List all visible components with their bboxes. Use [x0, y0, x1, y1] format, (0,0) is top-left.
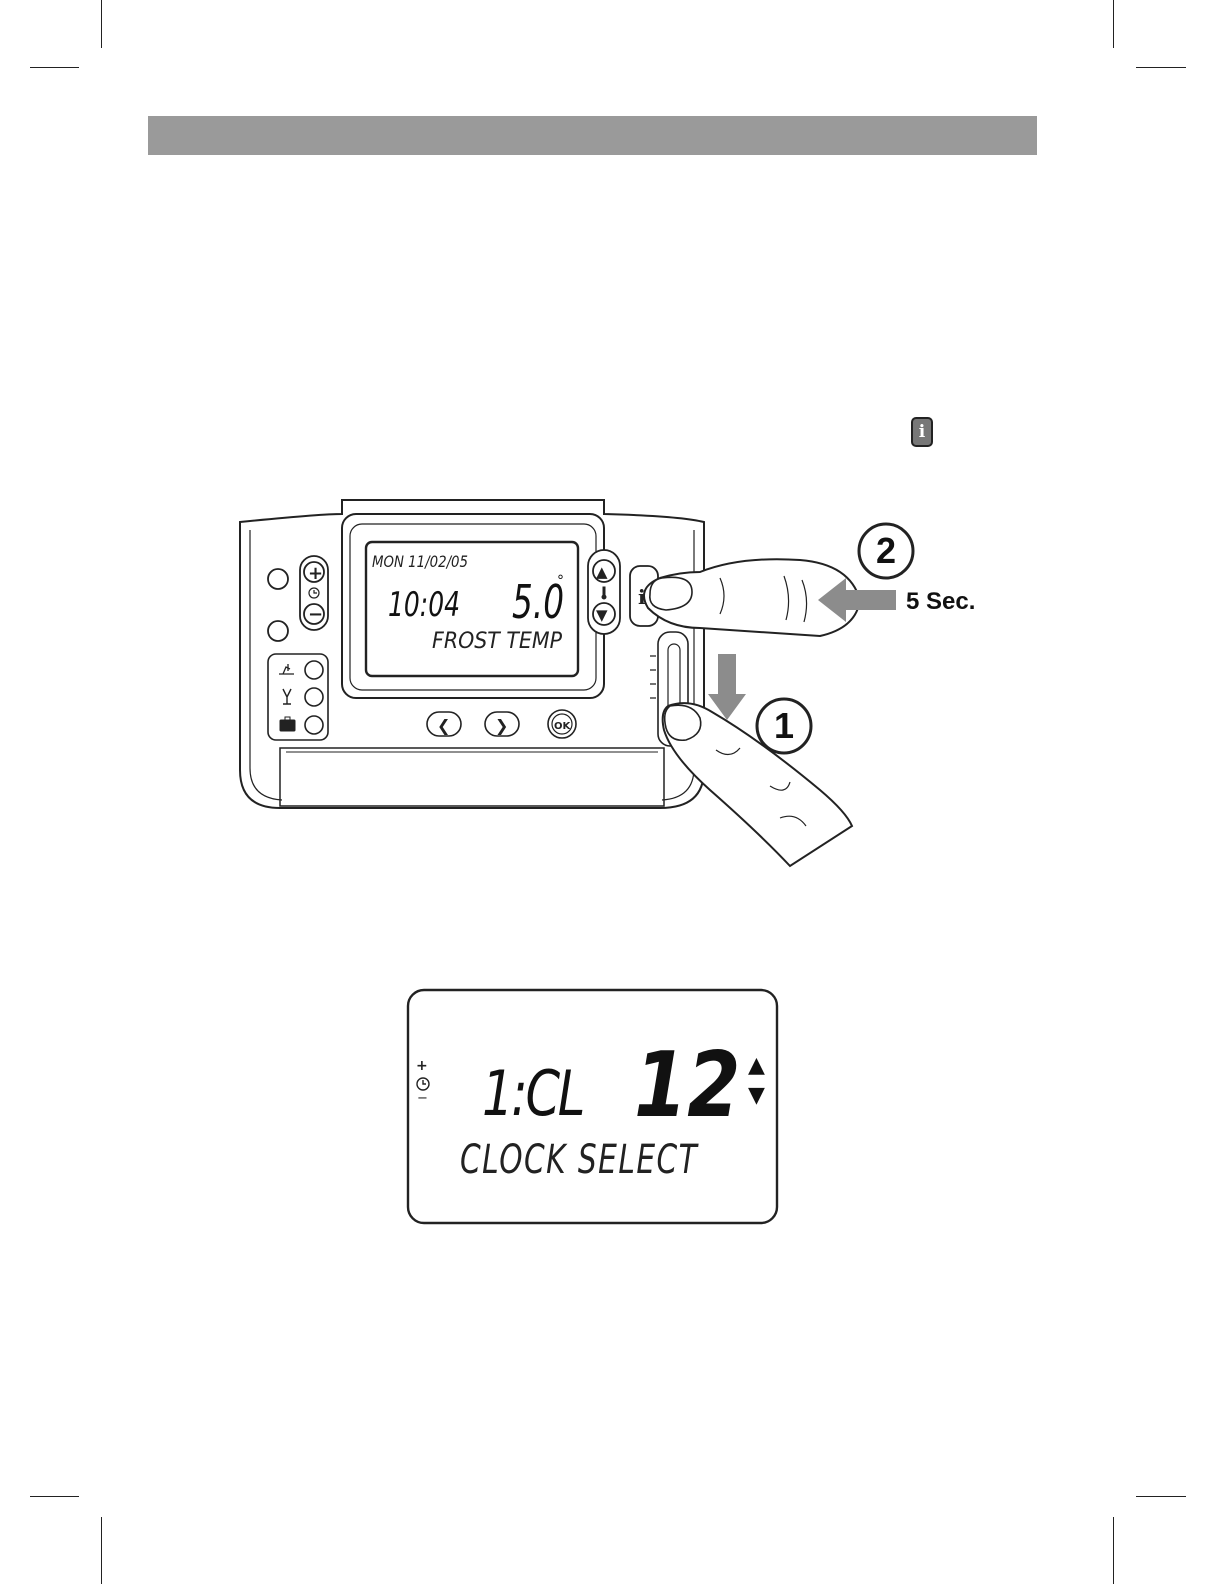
duration-label: 5 Sec.: [906, 588, 975, 616]
temp-down-icon: ▼: [596, 606, 608, 624]
ok-label: OK: [554, 721, 572, 732]
step-2-label: 2: [868, 530, 904, 572]
lcd-large-value: 12: [634, 1036, 740, 1136]
slide-down-arrow-icon: [708, 654, 746, 720]
clock-plus-label: +: [308, 563, 323, 584]
lcd-message: FROST TEMP: [432, 629, 563, 654]
lcd-large-clock-minus: −: [417, 1091, 428, 1106]
lcd-date: MON 11/02/05: [372, 552, 468, 571]
clock-minus-label: −: [308, 604, 323, 625]
left-round-button-top[interactable]: [268, 569, 288, 589]
temp-up-icon: ▲: [596, 563, 608, 581]
lcd-large-code: 1:CL: [482, 1058, 583, 1130]
lcd-large-message: CLOCK SELECT: [460, 1136, 698, 1184]
party-button[interactable]: [305, 688, 323, 706]
step-1-label: 1: [766, 705, 802, 747]
lcd-time: 10:04: [388, 585, 460, 625]
lcd-large-down-icon: ▼: [748, 1084, 765, 1108]
lcd-degree: °: [557, 573, 564, 589]
day-off-button[interactable]: [305, 661, 323, 679]
right-arrow-icon: ❯: [495, 716, 508, 735]
lcd-large-clock-plus: +: [416, 1058, 428, 1074]
left-arrow-icon: ❮: [437, 716, 450, 735]
thermometer-icon: [602, 587, 606, 599]
left-round-button-bottom[interactable]: [268, 621, 288, 641]
lcd-large-up-icon: ▲: [748, 1054, 765, 1078]
holiday-button[interactable]: [305, 716, 323, 734]
